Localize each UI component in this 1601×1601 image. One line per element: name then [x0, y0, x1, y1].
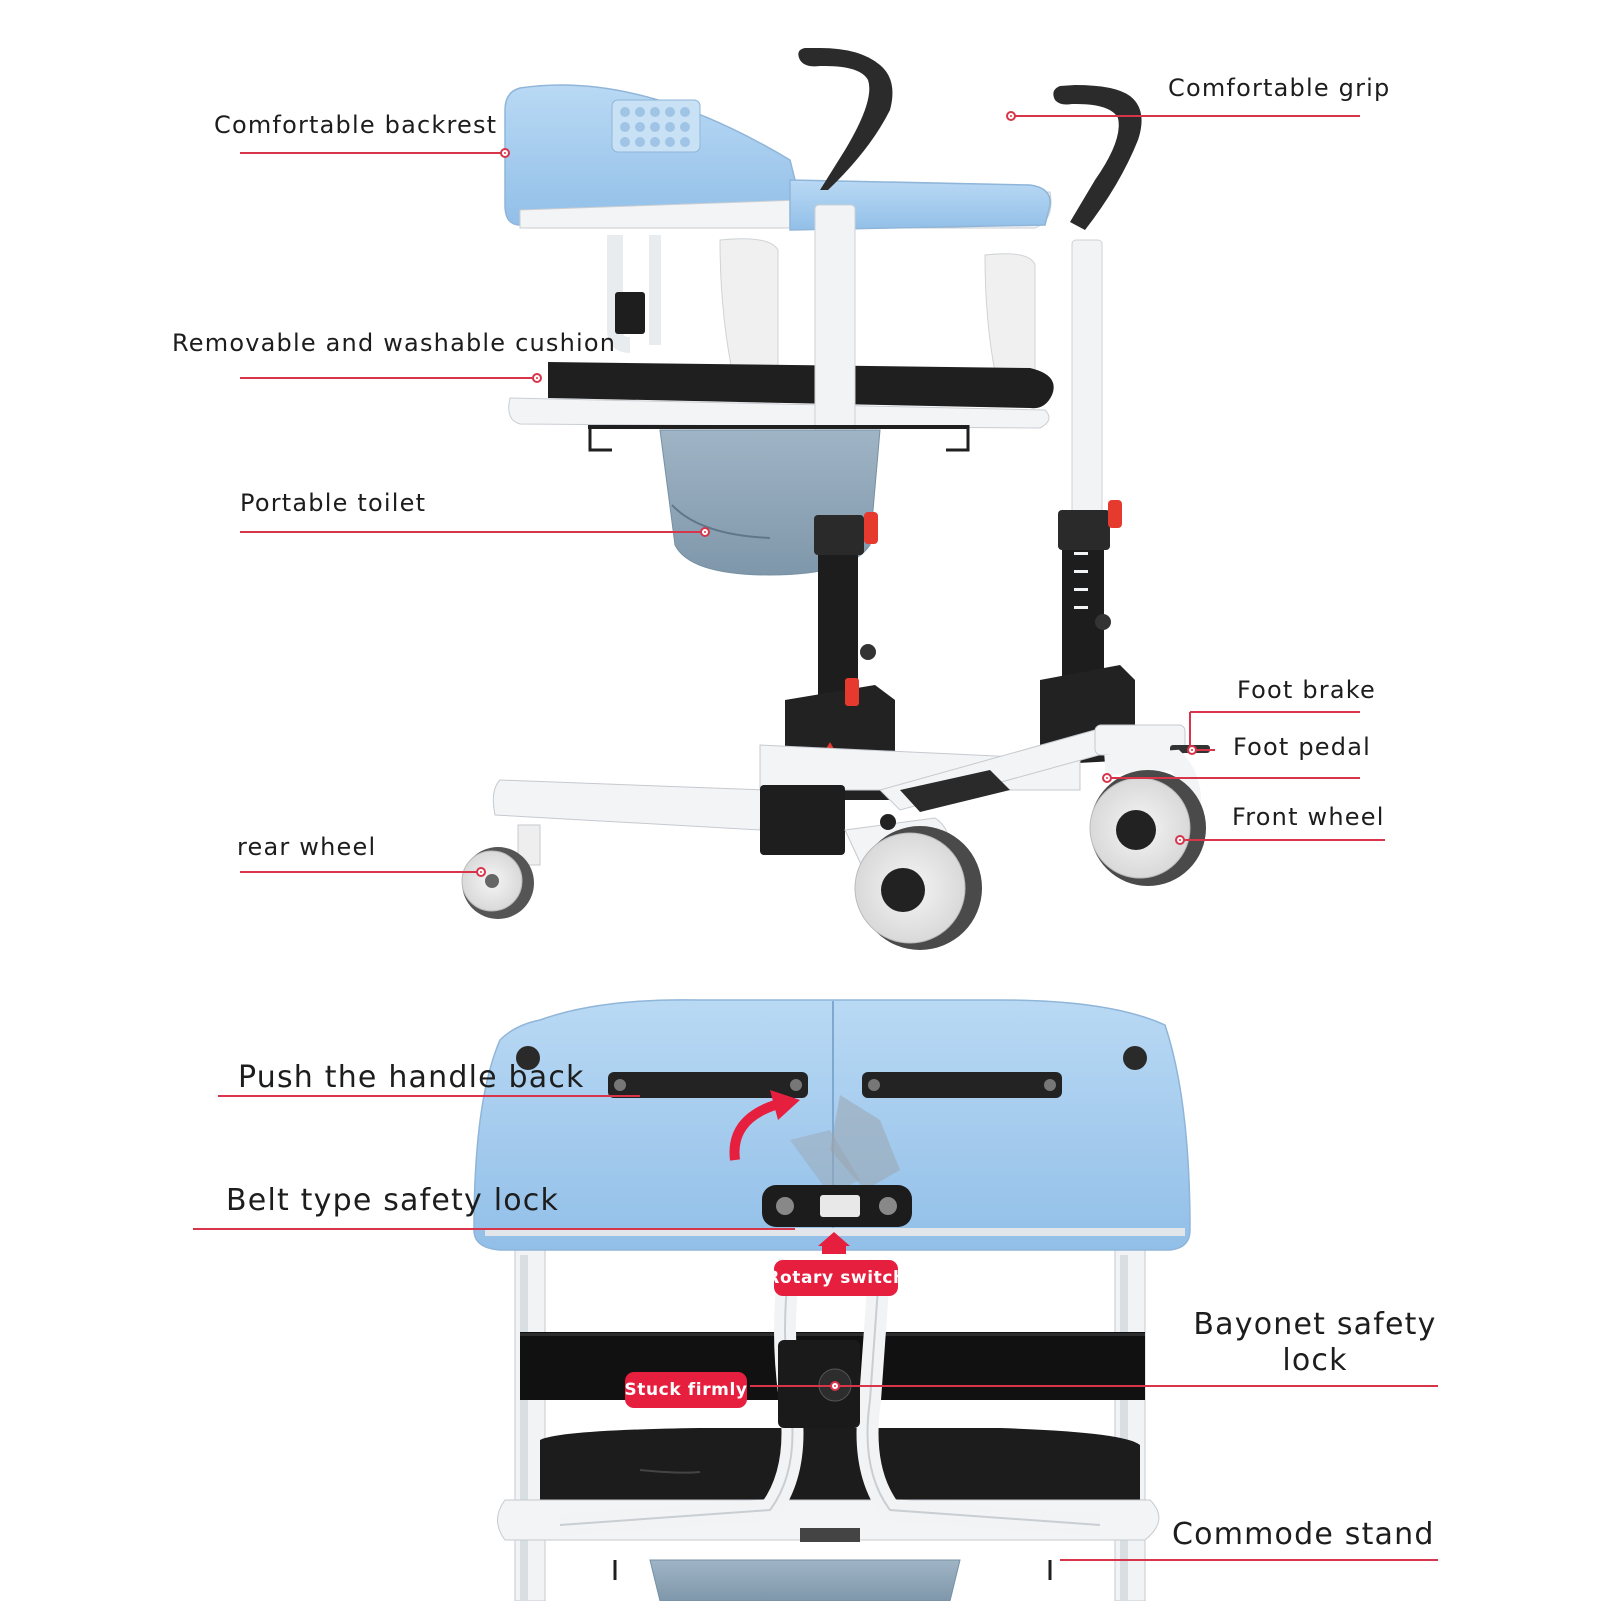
- label-portable-toilet: Portable toilet: [240, 489, 427, 517]
- bayonet-line-1: Bayonet safety: [1193, 1307, 1437, 1342]
- label-belt-safety-lock: Belt type safety lock: [226, 1183, 560, 1218]
- label-foot-pedal: Foot pedal: [1233, 733, 1371, 761]
- bottom-chair-view: [162, 998, 1442, 1601]
- bayonet-line-2: lock: [1282, 1343, 1348, 1378]
- label-commode-stand: Commode stand: [1172, 1517, 1435, 1552]
- label-front-wheel: Front wheel: [1232, 803, 1385, 831]
- callout-dot: [532, 373, 542, 383]
- label-foot-brake: Foot brake: [1237, 676, 1376, 704]
- callout-lines: [193, 115, 1438, 1561]
- label-rear-wheel: rear wheel: [237, 833, 377, 861]
- callout-dot: [476, 867, 486, 877]
- badge-rotary-switch: Rotary switch: [766, 1260, 905, 1296]
- backrest-part: [504, 84, 1052, 231]
- front-wheel-part: [844, 749, 1206, 950]
- label-comfortable-backrest: Comfortable backrest: [214, 111, 498, 139]
- base-frame-part: [492, 724, 1210, 855]
- rear-wheel-part: [461, 824, 541, 919]
- top-chair-view: [461, 48, 1210, 950]
- callout-dot: [830, 1381, 840, 1391]
- portable-toilet-part: [588, 425, 970, 576]
- callout-dot: [1187, 745, 1197, 755]
- label-comfortable-grip: Comfortable grip: [1168, 74, 1391, 102]
- badge-stuck-firmly: Stuck firmly: [624, 1372, 747, 1408]
- callout-dot: [700, 527, 710, 537]
- callout-dot: [1006, 111, 1016, 121]
- callout-dot: [500, 148, 510, 158]
- label-removable-cushion: Removable and washable cushion: [172, 329, 617, 357]
- backrest-top-part: [473, 999, 1191, 1254]
- callout-dot: [1175, 835, 1185, 845]
- callout-dot: [1102, 773, 1112, 783]
- seat-cushion-part: [508, 362, 1054, 429]
- label-bayonet-safety-lock: Bayonet safety lock: [1180, 1310, 1450, 1376]
- label-push-handle-back: Push the handle back: [238, 1060, 585, 1095]
